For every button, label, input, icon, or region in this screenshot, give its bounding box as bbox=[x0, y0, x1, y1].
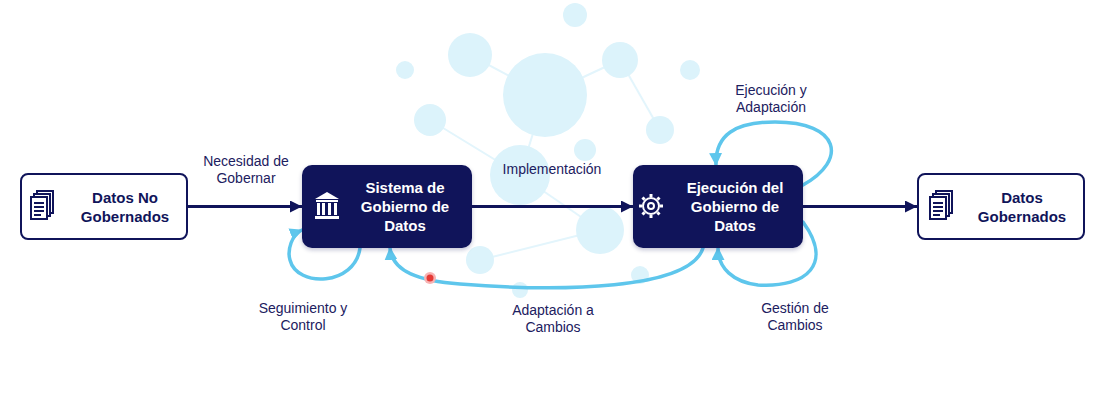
cursor-dot bbox=[424, 272, 436, 284]
edge-label: Adaptación a Cambios bbox=[498, 302, 608, 336]
flow-arrow bbox=[803, 205, 917, 208]
process-box: Sistema de Gobierno de Datos bbox=[302, 165, 472, 248]
process-box: Ejecución del Gobierno de Datos bbox=[633, 165, 803, 248]
feedback-arrow bbox=[390, 248, 703, 288]
flow-arrow bbox=[472, 205, 633, 208]
node-text: Sistema de Gobierno de Datos bbox=[346, 178, 464, 235]
edge-label: Ejecución y Adaptación bbox=[719, 82, 823, 116]
edge-label: Necesidad de Gobernar bbox=[190, 153, 302, 187]
node-text: Datos No Gobernados bbox=[72, 188, 178, 226]
node-text: Ejecución del Gobierno de Datos bbox=[673, 178, 797, 235]
edge-label: Gestión de Cambios bbox=[747, 300, 843, 334]
edge-label: Implementación bbox=[487, 161, 617, 178]
flow-arrow bbox=[188, 205, 302, 208]
edge-label: Seguimiento y Control bbox=[247, 300, 359, 334]
node-text: Datos Gobernados bbox=[969, 188, 1075, 226]
data-box: Datos No Gobernados bbox=[20, 173, 188, 240]
data-box: Datos Gobernados bbox=[917, 173, 1085, 240]
